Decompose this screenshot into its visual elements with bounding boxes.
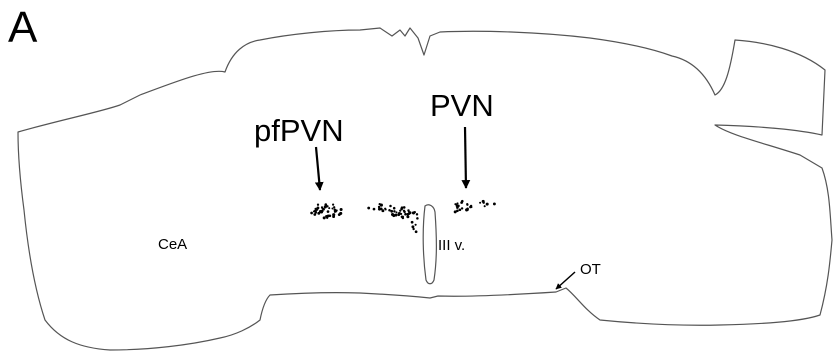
- ot-arrow: [555, 271, 576, 290]
- neuron-dot: [470, 206, 473, 209]
- neuron-dot: [485, 202, 489, 206]
- section-outline: [17, 27, 833, 351]
- ot-label: OT: [580, 261, 601, 278]
- neuron-dot: [388, 208, 391, 212]
- neuron-dot: [414, 230, 418, 234]
- neuron-dot: [334, 209, 337, 213]
- neuron-dot: [453, 210, 457, 214]
- neuron-dot-clusters: [310, 199, 496, 234]
- neuron-dot: [326, 216, 329, 219]
- neuron-dot: [392, 214, 396, 218]
- neuron-dot: [399, 209, 402, 212]
- neuron-dot: [397, 213, 401, 217]
- third-ventricle-shape: [422, 204, 437, 285]
- neuron-dot: [395, 211, 398, 214]
- neuron-dot: [328, 207, 331, 210]
- panel-label: A: [8, 3, 38, 52]
- neuron-dot: [456, 209, 459, 213]
- third-ventricle-label: III v.: [438, 237, 466, 254]
- neuron-dot: [323, 205, 327, 209]
- neuron-dot: [379, 207, 383, 211]
- neuron-dot: [400, 212, 403, 215]
- neuron-dot: [322, 216, 326, 220]
- neuron-dot: [378, 202, 381, 206]
- neuron-dot: [326, 210, 330, 213]
- neuron-dot: [454, 203, 457, 206]
- neuron-dot: [412, 227, 415, 231]
- neuron-dot: [372, 207, 376, 211]
- neuron-dot: [316, 203, 320, 206]
- pvn-label: PVN: [430, 88, 494, 123]
- neuron-dot: [492, 202, 496, 206]
- neuron-dot: [466, 203, 469, 206]
- neuron-dot: [384, 207, 387, 210]
- neuron-dot: [410, 220, 414, 224]
- neuron-dot: [390, 209, 394, 213]
- neuron-dot: [314, 211, 318, 214]
- neuron-dot: [460, 207, 464, 210]
- neuron-dot: [310, 211, 313, 215]
- neuron-dot: [402, 206, 406, 209]
- neuron-dot: [389, 204, 392, 208]
- neuron-dot: [466, 207, 469, 210]
- neuron-dot: [400, 207, 403, 211]
- neuron-dot: [404, 212, 407, 216]
- neuron-dot: [403, 210, 406, 214]
- neuron-dot: [392, 206, 396, 210]
- neuron-dot: [413, 211, 416, 214]
- neuron-dot: [320, 209, 324, 213]
- neuron-dot: [456, 202, 459, 205]
- neuron-dot: [332, 203, 335, 206]
- neuron-dot: [406, 215, 410, 219]
- neuron-dot: [331, 207, 334, 210]
- neuron-dot: [455, 204, 459, 208]
- neuron-dot: [333, 206, 336, 209]
- cea-label: CeA: [158, 236, 188, 253]
- neuron-dot: [332, 215, 336, 219]
- neuron-dot: [407, 209, 410, 212]
- neuron-dot: [339, 207, 343, 212]
- neuron-dot: [321, 207, 324, 210]
- neuron-dot: [483, 205, 486, 208]
- neuron-dot: [367, 206, 371, 210]
- neuron-dot: [458, 208, 462, 212]
- pvn-arrow: [461, 126, 471, 189]
- neuron-dot: [326, 214, 330, 218]
- pfpvn-label: pfPVN: [254, 113, 344, 148]
- neuron-dot: [313, 213, 317, 216]
- neuron-dot: [324, 203, 328, 206]
- neuron-dot: [338, 213, 341, 216]
- neuron-dot: [381, 209, 385, 213]
- neuron-dot: [394, 213, 398, 217]
- neuron-dot: [408, 212, 411, 215]
- neuron-dot: [479, 201, 482, 204]
- neuron-dot: [411, 225, 415, 229]
- neuron-dot: [414, 223, 417, 226]
- neuron-dot: [416, 217, 419, 220]
- neuron-dot: [461, 199, 464, 203]
- neuron-dot: [482, 201, 485, 204]
- neuron-dot: [415, 213, 419, 216]
- neuron-dot: [316, 206, 320, 210]
- pfpvn-arrow: [314, 146, 324, 191]
- neuron-dot: [401, 215, 405, 218]
- neuron-dot: [393, 210, 396, 213]
